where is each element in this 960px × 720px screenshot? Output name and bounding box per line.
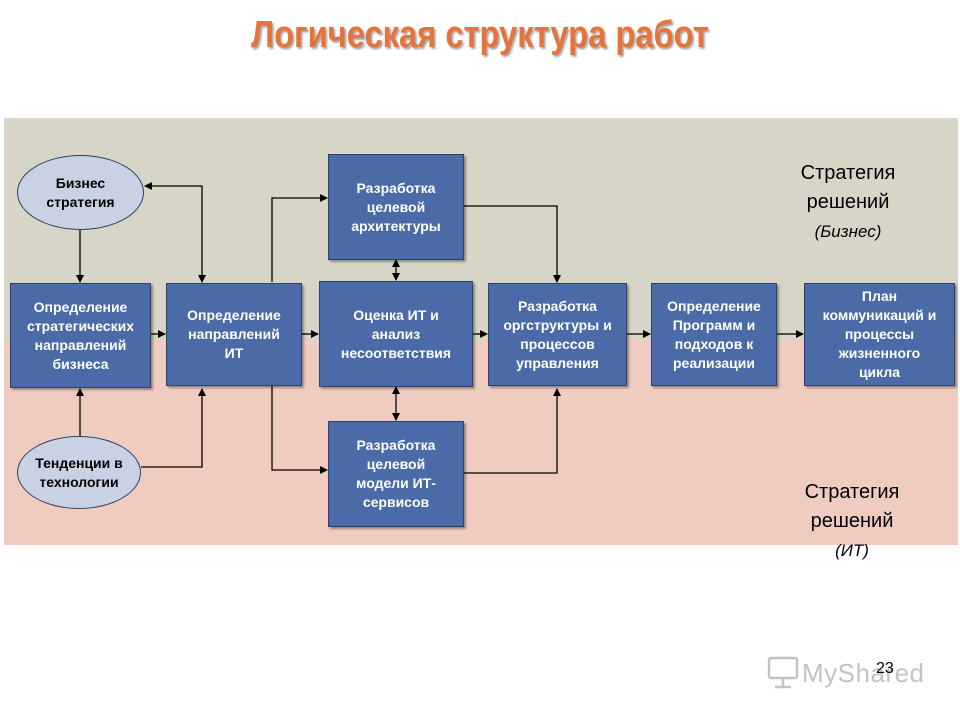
business-strategy-node: Бизнес стратегия: [17, 155, 144, 230]
target-architecture-node: Разработка целевой архитектуры: [328, 154, 464, 260]
tech-trends-node: Тенденции в технологии: [17, 436, 141, 509]
presentation-icon: [767, 656, 799, 689]
business-band-label: Стратегия решений (Бизнес): [768, 130, 928, 275]
watermark: MyShared: [766, 656, 925, 690]
business-band-subtitle: (Бизнес): [814, 222, 882, 241]
define-it-node: Определение направлений ИТ: [166, 283, 302, 386]
arrow-tech-trends-to-define-it: [141, 388, 206, 468]
arrow-architecture-to-org: [464, 205, 561, 283]
business-band-title: Стратегия решений: [800, 162, 896, 213]
it-band-label: Стратегия решений (ИТ): [772, 449, 932, 594]
org-structure-node: Разработка оргструктуры и процессов упра…: [488, 283, 627, 386]
define-business-node: Определение стратегических направлений б…: [10, 283, 151, 388]
page-number: 23: [876, 660, 894, 677]
arrow-business-strategy-define-it: [144, 182, 206, 283]
arrow-define-it-to-architecture: [271, 194, 328, 282]
it-band-title: Стратегия решений: [804, 481, 900, 532]
it-assessment-node: Оценка ИТ и анализ несоответствия: [319, 281, 473, 387]
it-band: [4, 340, 958, 545]
target-services-node: Разработка целевой модели ИТ- сервисов: [328, 421, 464, 527]
communications-node: План коммуникаций и процессы жизненного …: [804, 283, 955, 386]
slide-title: Логическая структура работ: [251, 14, 709, 56]
arrow-define-it-to-services: [271, 386, 328, 474]
programs-node: Определение Программ и подходов к реализ…: [651, 283, 777, 386]
watermark-text: MyShared: [802, 657, 925, 688]
it-band-subtitle: (ИТ): [835, 541, 869, 560]
arrow-services-to-org: [464, 388, 561, 474]
